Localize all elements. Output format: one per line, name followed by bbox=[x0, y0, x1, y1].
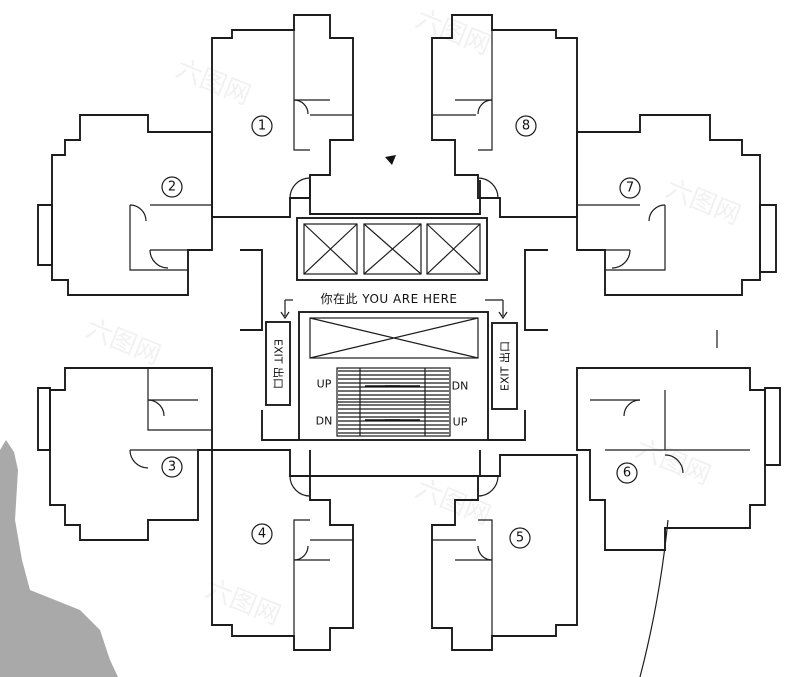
watermark-text: 六图网 bbox=[171, 54, 255, 111]
watermark-text: 六图网 bbox=[411, 474, 495, 531]
central-core bbox=[240, 180, 548, 477]
watermark-text: 六图网 bbox=[81, 314, 165, 371]
unit-2-label: 2 bbox=[161, 176, 183, 198]
unit-6-number: 6 bbox=[623, 466, 631, 481]
unit-8-number: 8 bbox=[522, 119, 530, 134]
unit-7-label: 7 bbox=[619, 177, 641, 199]
apartment-unit-6 bbox=[576, 367, 781, 551]
unit-labels: 1 8 2 7 3 6 4 5 bbox=[161, 115, 641, 549]
apartment-unit-1 bbox=[211, 14, 354, 218]
unit-1-number: 1 bbox=[258, 119, 266, 134]
unit-6-label: 6 bbox=[616, 462, 638, 484]
unit-5-label: 5 bbox=[509, 527, 531, 549]
stair-void bbox=[309, 317, 479, 359]
watermark-text: 六图网 bbox=[661, 174, 745, 231]
exit-sign-right: EXIT 出口 bbox=[498, 341, 512, 391]
unit-3-label: 3 bbox=[161, 456, 183, 478]
north-mark bbox=[385, 155, 396, 165]
stray-line bbox=[639, 519, 669, 677]
elevator-shaft bbox=[303, 223, 358, 275]
unit-2-number: 2 bbox=[168, 180, 176, 195]
apartment-unit-5 bbox=[431, 454, 578, 651]
stair-label-dn-left: DN bbox=[316, 415, 333, 428]
watermark-text: 六图网 bbox=[201, 574, 285, 631]
apartment-unit-7 bbox=[576, 114, 777, 296]
unit-7-number: 7 bbox=[626, 181, 634, 196]
you-are-here-label: 你在此 YOU ARE HERE bbox=[320, 292, 457, 306]
unit-3-number: 3 bbox=[168, 460, 176, 475]
grey-smudge bbox=[0, 440, 118, 677]
unit-1-label: 1 bbox=[251, 115, 273, 137]
stair-label-up-right: UP bbox=[453, 416, 468, 429]
unit-5-number: 5 bbox=[516, 531, 524, 546]
elevator-shaft bbox=[426, 223, 481, 275]
stair-label-dn-right: DN bbox=[452, 380, 469, 393]
stair-label-up-left: UP bbox=[317, 378, 332, 391]
unit-8-label: 8 bbox=[515, 115, 537, 137]
elevator-shaft bbox=[363, 223, 422, 275]
apartment-unit-4 bbox=[211, 449, 354, 651]
unit-4-number: 4 bbox=[258, 527, 266, 542]
unit-4-label: 4 bbox=[251, 523, 273, 545]
apartment-unit-3 bbox=[37, 367, 213, 541]
watermark-text: 六图网 bbox=[411, 4, 495, 61]
exit-sign-left: EXIT 出口 bbox=[272, 339, 286, 389]
apartment-unit-2 bbox=[37, 114, 213, 296]
watermark-text: 六图网 bbox=[631, 434, 715, 491]
